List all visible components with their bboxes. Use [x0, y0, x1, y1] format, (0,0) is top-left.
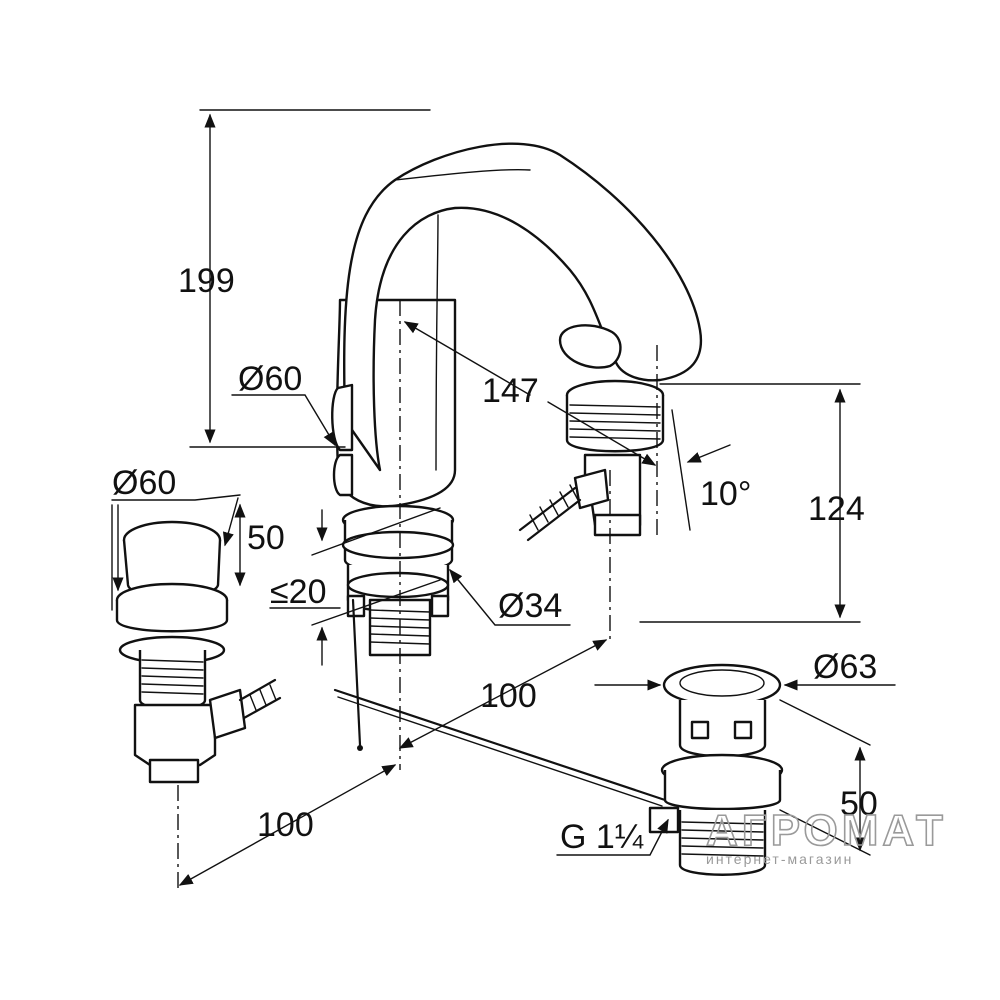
- dim-deck-thickness: ≤20: [270, 573, 326, 611]
- watermark-subtitle: интернет-магазин: [706, 851, 853, 867]
- dim-drain-diameter: Ø63: [813, 648, 877, 686]
- body-side-knob: [331, 383, 354, 497]
- right-valve: [518, 379, 665, 542]
- dim-drain-height: 50: [840, 785, 878, 823]
- dim-spacing-left: 100: [257, 806, 314, 844]
- left-handle: [115, 520, 282, 784]
- dim-handle-diameter-left: Ø60: [112, 464, 176, 502]
- dim-handle-height: 50: [247, 519, 285, 557]
- dim-drain-thread: G 1¼: [560, 818, 644, 856]
- dim-outlet-angle: 10°: [700, 475, 751, 513]
- dimension-lines: [111, 109, 896, 890]
- body-base: [341, 504, 455, 751]
- dim-outlet-height: 124: [808, 490, 865, 528]
- watermark-brand: АГРОМАТ: [706, 806, 947, 855]
- spout-body: [335, 142, 703, 508]
- dim-spout-reach: 147: [482, 372, 539, 410]
- pop-up-drain: [333, 663, 784, 876]
- dim-spacing-right: 100: [480, 677, 537, 715]
- dim-spout-height: 199: [178, 262, 235, 300]
- dim-base-diameter: Ø34: [498, 587, 562, 625]
- dim-handle-diameter: Ø60: [238, 360, 302, 398]
